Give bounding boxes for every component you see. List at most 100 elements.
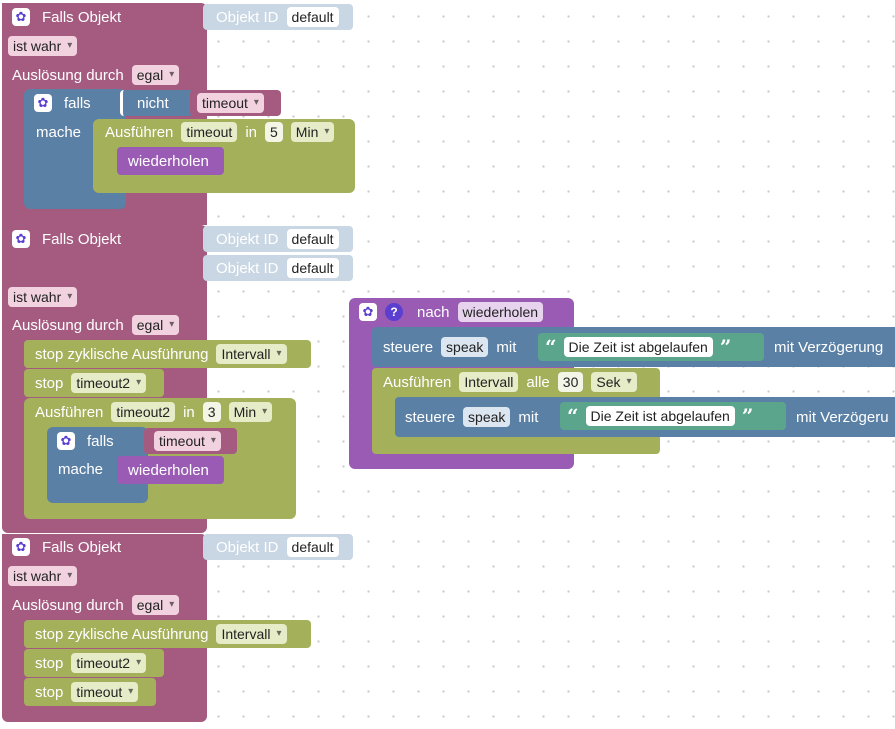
var-dropdown[interactable]: timeout [154,431,221,451]
not-row-1: nicht [133,90,173,116]
condition-row-1: ist wahr [4,33,81,59]
procedure-name[interactable]: wiederholen [457,302,544,322]
objid-row-2b: Objekt ID default [212,255,343,281]
gear-icon[interactable]: ✿ [12,538,30,556]
trigger-by-row-1: Auslösung durch egal [8,62,183,88]
stop-label: stop [35,654,64,672]
with-label: mit [518,408,539,426]
control-target[interactable]: speak [441,337,489,357]
objid-label: Objekt ID [216,230,279,248]
call-row-2: wiederholen [124,457,213,483]
unit-dropdown[interactable]: Min [228,402,273,422]
call-label: wiederholen [128,461,209,479]
delay-row-1: mit Verzögerung [770,334,887,360]
trigger2-title: Falls Objekt [42,230,122,248]
delay-label: mit Verzögerung [774,338,884,356]
delay-row-2: mit Verzögeru [792,404,893,430]
open-quote-icon: “ [545,335,557,359]
objid-row-1: Objekt ID default [212,4,343,30]
call-block-2[interactable] [117,456,224,484]
in-label: in [183,403,195,421]
gear-icon[interactable]: ✿ [12,8,30,26]
interval-row: Ausführen Intervall alle 30 Sek [379,369,641,395]
condition-row-3: ist wahr [4,563,81,589]
objid-value[interactable]: default [286,258,339,278]
interval-unit-dropdown[interactable]: Sek [591,372,637,392]
trigger-by-dropdown[interactable]: egal [131,595,180,615]
not-block-1[interactable] [120,90,193,116]
condition-dropdown[interactable]: ist wahr [8,287,78,307]
trigger3-title: Falls Objekt [42,538,122,556]
var-dropdown[interactable]: timeout [197,93,264,113]
trigger-by-dropdown[interactable]: egal [131,65,180,85]
text-value[interactable]: Die Zeit ist abgelaufen [563,337,713,357]
do-label: mache [36,123,82,141]
gear-icon[interactable]: ✿ [34,94,52,112]
stop-dropdown[interactable]: timeout2 [71,373,147,393]
if-header-2: ✿ falls [57,428,118,454]
stop-cyclic-row-3: stop zyklische Ausführung Intervall [31,621,291,647]
condition-dropdown[interactable]: ist wahr [8,566,78,586]
trigger-by-row-3: Auslösung durch egal [8,592,183,618]
if-label: falls [87,432,114,450]
trigger1-title: Falls Objekt [42,8,122,26]
not-label: nicht [137,94,169,112]
call-block-1[interactable] [117,147,224,175]
stop-cyclic-label: stop zyklische Ausführung [35,625,209,643]
control-target[interactable]: speak [463,407,511,427]
do-row-1: mache [32,119,85,145]
procedure-header: ✿ ? nach wiederholen [359,299,547,325]
objid-value[interactable]: default [286,537,339,557]
stop-row-3a: stop timeout2 [31,650,150,676]
trigger-by-dropdown[interactable]: egal [131,315,180,335]
trigger2-header: ✿ Falls Objekt [12,226,125,252]
with-label: mit [496,338,517,356]
stop-cyclic-row-2: stop zyklische Ausführung Intervall [31,341,291,367]
timeout-row-2: Ausführen timeout2 in 3 Min [31,399,276,425]
help-icon[interactable]: ? [385,303,403,321]
do-row-2: mache [54,456,107,482]
stop-cyclic-dropdown[interactable]: Intervall [216,624,287,644]
exec-label: Ausführen [105,123,174,141]
objid-row-3: Objekt ID default [212,534,343,560]
do-label: mache [58,460,104,478]
stop-row-3b: stop timeout [31,679,142,705]
trigger-block-1-bottom [2,211,207,225]
control-label: steuere [405,408,456,426]
trigger-by-label: Auslösung durch [12,316,124,334]
objid-label: Objekt ID [216,538,279,556]
exec-label: Ausführen [383,373,452,391]
delay-input[interactable]: 5 [265,122,283,142]
close-quote-icon: ” [741,404,754,428]
stop-label: stop [35,374,64,392]
exec-var[interactable]: timeout2 [111,402,176,422]
stop-row-2: stop timeout2 [31,370,150,396]
condition-dropdown[interactable]: ist wahr [8,36,78,56]
open-quote-icon: “ [567,404,579,428]
delay-label: mit Verzögeru [796,408,889,426]
timeout-row-1: Ausführen timeout in 5 Min [101,119,338,145]
gear-icon[interactable]: ✿ [359,303,377,321]
procedure-label: nach [417,303,450,321]
call-row-1: wiederholen [124,148,213,174]
unit-dropdown[interactable]: Min [290,122,335,142]
interval-input[interactable]: 30 [557,372,584,392]
exec-var[interactable]: Intervall [459,372,519,392]
stop-cyclic-dropdown[interactable]: Intervall [216,344,287,364]
stop-label: stop [35,683,64,701]
var-row-2: timeout [150,428,225,454]
delay-input[interactable]: 3 [202,402,221,422]
gear-icon[interactable]: ✿ [57,432,75,450]
text-value[interactable]: Die Zeit ist abgelaufen [585,406,735,426]
stop-dropdown[interactable]: timeout [71,682,139,702]
stop-dropdown[interactable]: timeout2 [71,653,147,673]
exec-label: Ausführen [35,403,104,421]
objid-value[interactable]: default [286,229,339,249]
objid-value[interactable]: default [286,7,339,27]
objid-row-2a: Objekt ID default [212,226,343,252]
exec-var[interactable]: timeout [181,122,238,142]
in-label: in [245,123,257,141]
condition-row-2: ist wahr [4,284,81,310]
trigger-by-label: Auslösung durch [12,66,124,84]
gear-icon[interactable]: ✿ [12,230,30,248]
